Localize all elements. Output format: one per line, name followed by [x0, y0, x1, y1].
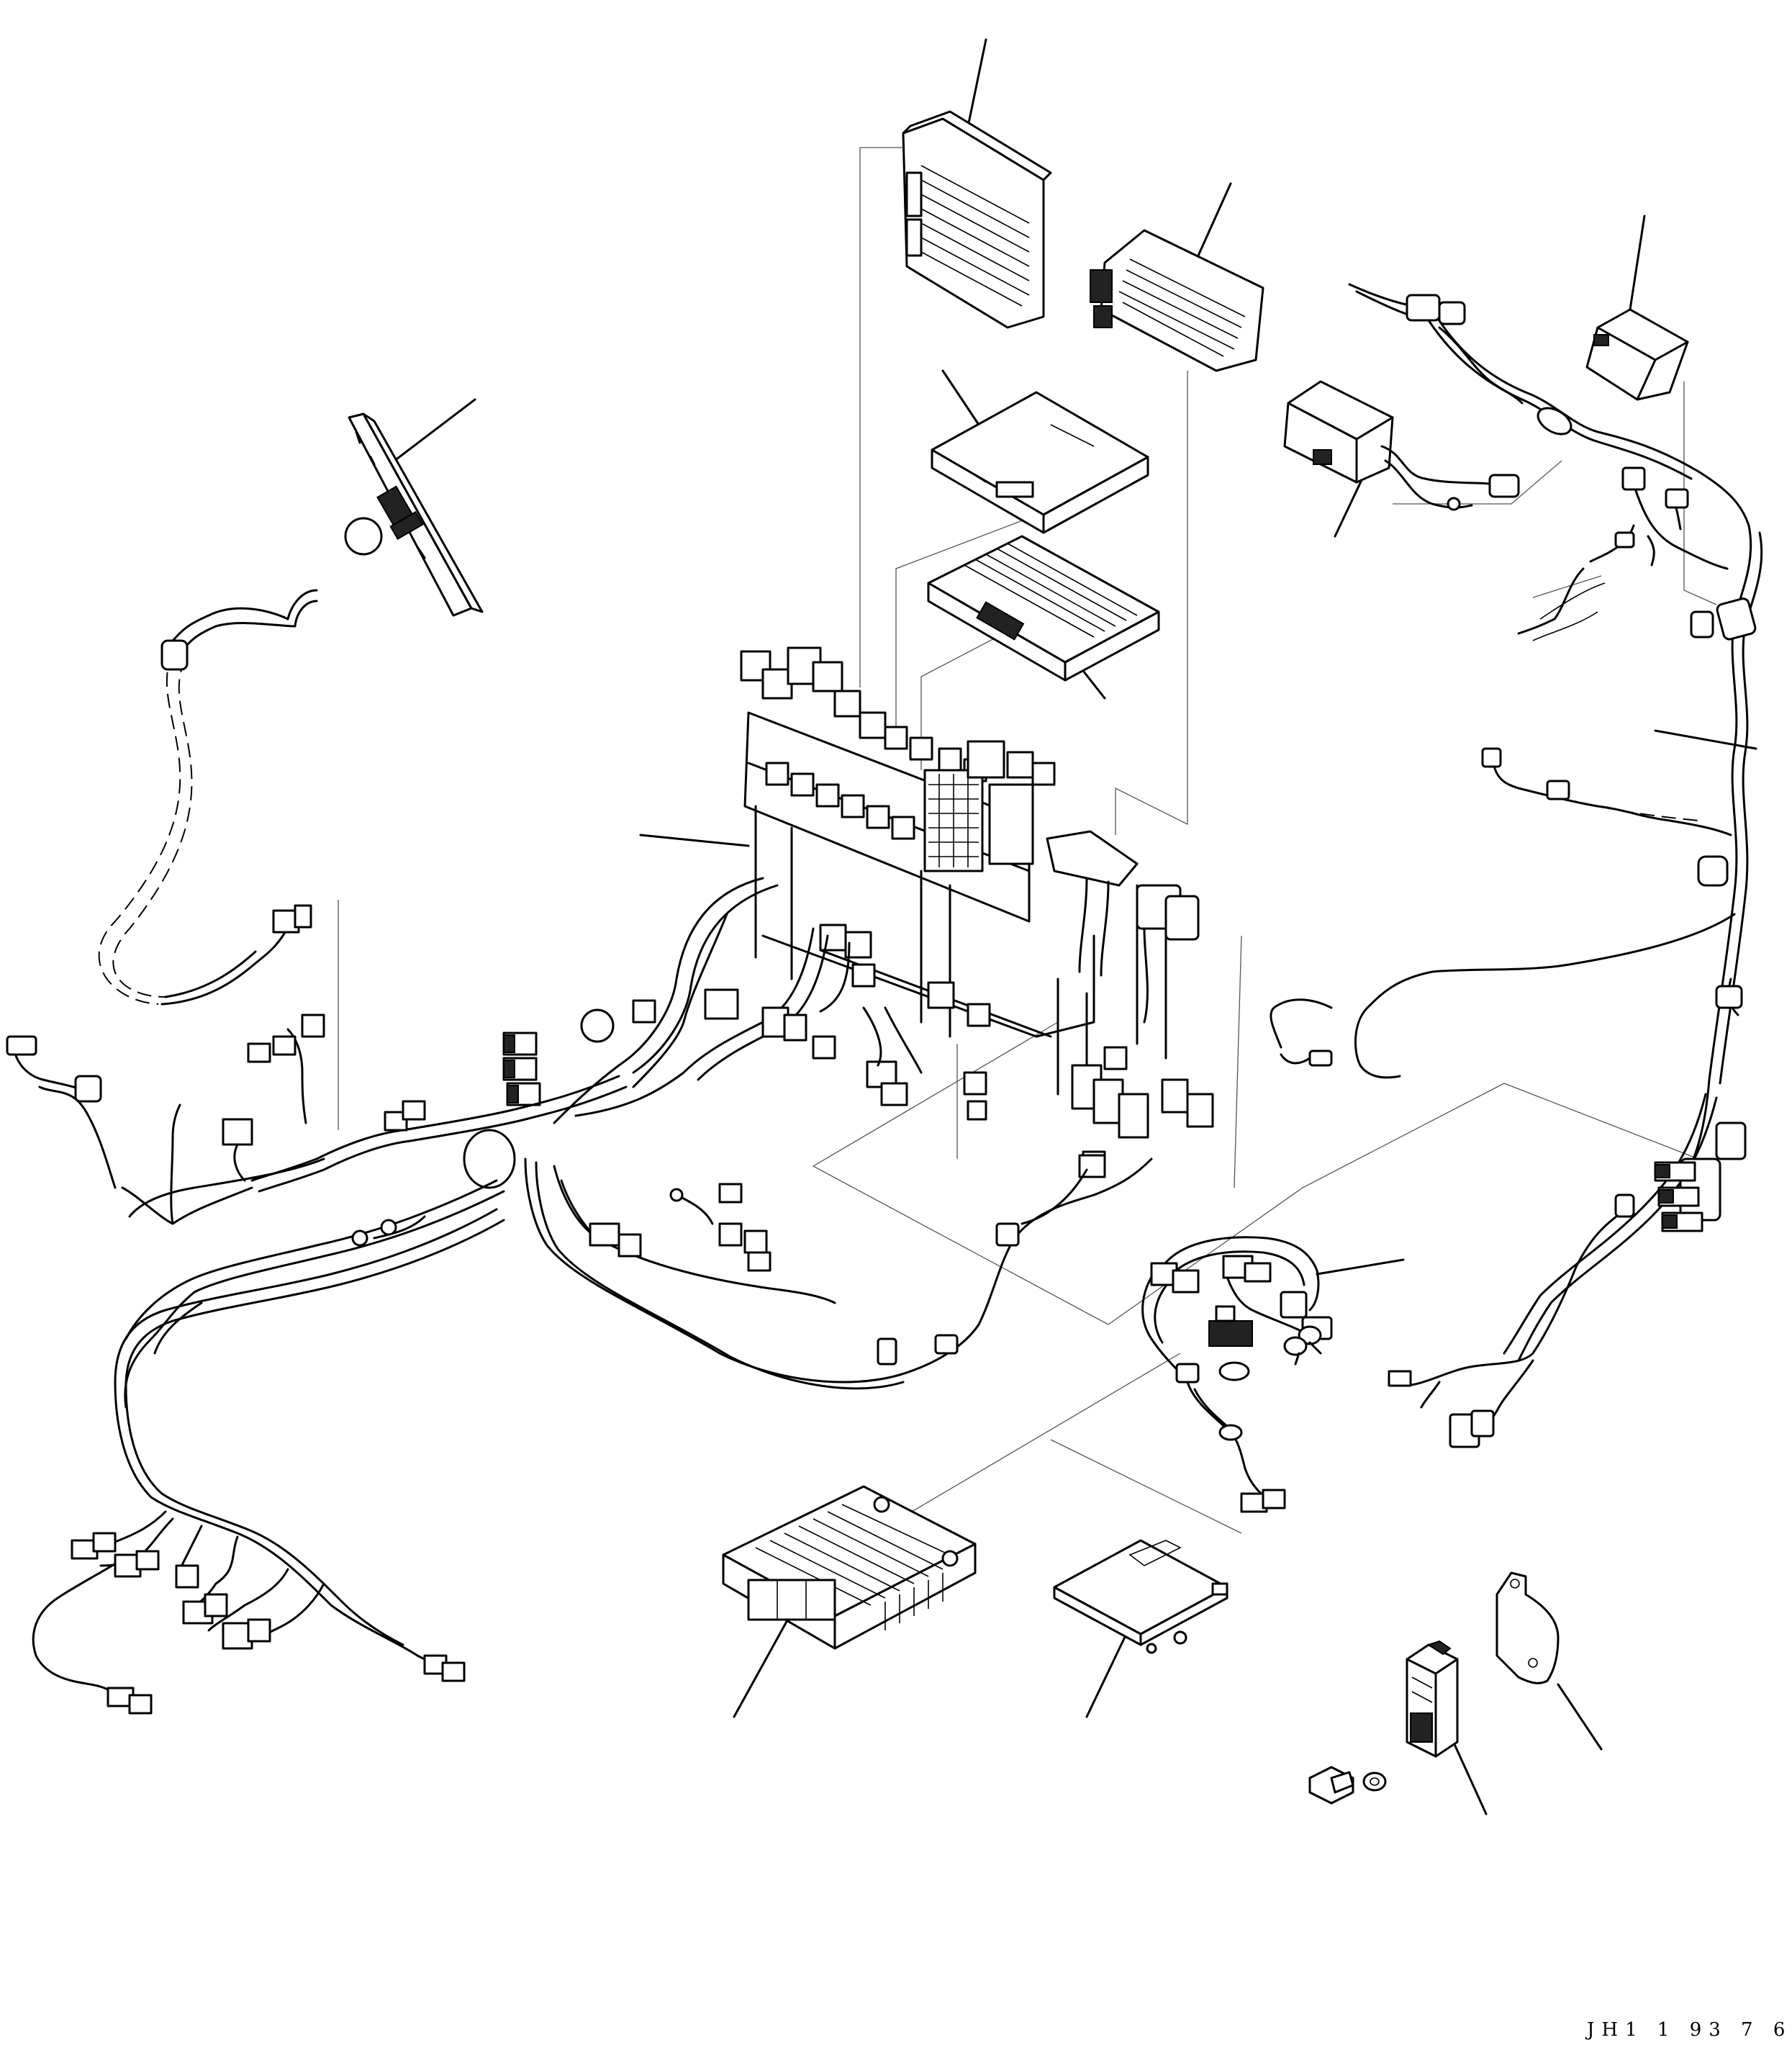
bracket-module: [1406, 1640, 1459, 1758]
right-harness: [1388, 524, 1763, 1448]
small-ecu: [1053, 1539, 1228, 1654]
stray-leads: [153, 611, 1598, 1409]
main-harness: [6, 877, 1153, 1499]
left-harness-loop: [98, 589, 318, 1006]
lower-branch-harness: [1141, 1236, 1333, 1513]
bottom-left-branches: [32, 1492, 466, 1715]
finned-controller: [1090, 229, 1264, 372]
ecu-top: [902, 110, 1052, 329]
large-finned-controller: [722, 1485, 977, 1650]
right-module: [1585, 308, 1689, 401]
middle-controller: [927, 535, 1160, 682]
right-harness-connectors: [1654, 1161, 1703, 1232]
bottom-left-connectors: [71, 1532, 466, 1715]
fuse-relay-frame: [740, 646, 1214, 1171]
lower-branch-connectors: [1150, 1255, 1333, 1513]
assembly-reference-lines: [338, 147, 1717, 1534]
left-connector-group: [502, 999, 656, 1106]
drawing-reference-code: JH1 1 93 7 6: [1587, 2019, 1792, 2041]
frame-left-relays: [819, 924, 991, 1121]
bolt-and-washer: [1308, 1766, 1387, 1805]
small-controller-plate: [931, 391, 1149, 534]
fuse-block: [923, 740, 1034, 872]
frame-right-connectors: [1046, 830, 1200, 1024]
mounting-bracket: [1495, 1571, 1560, 1684]
right-harness-upper: [1348, 283, 1750, 635]
fuse-relay-top-row: [740, 646, 1056, 840]
instrument-panel: [344, 412, 484, 617]
frame-lower-connectors: [1071, 1046, 1214, 1171]
leader-lines: [384, 38, 1757, 1815]
relay-module: [1283, 380, 1520, 511]
right-side-branch: [1270, 747, 1736, 1079]
